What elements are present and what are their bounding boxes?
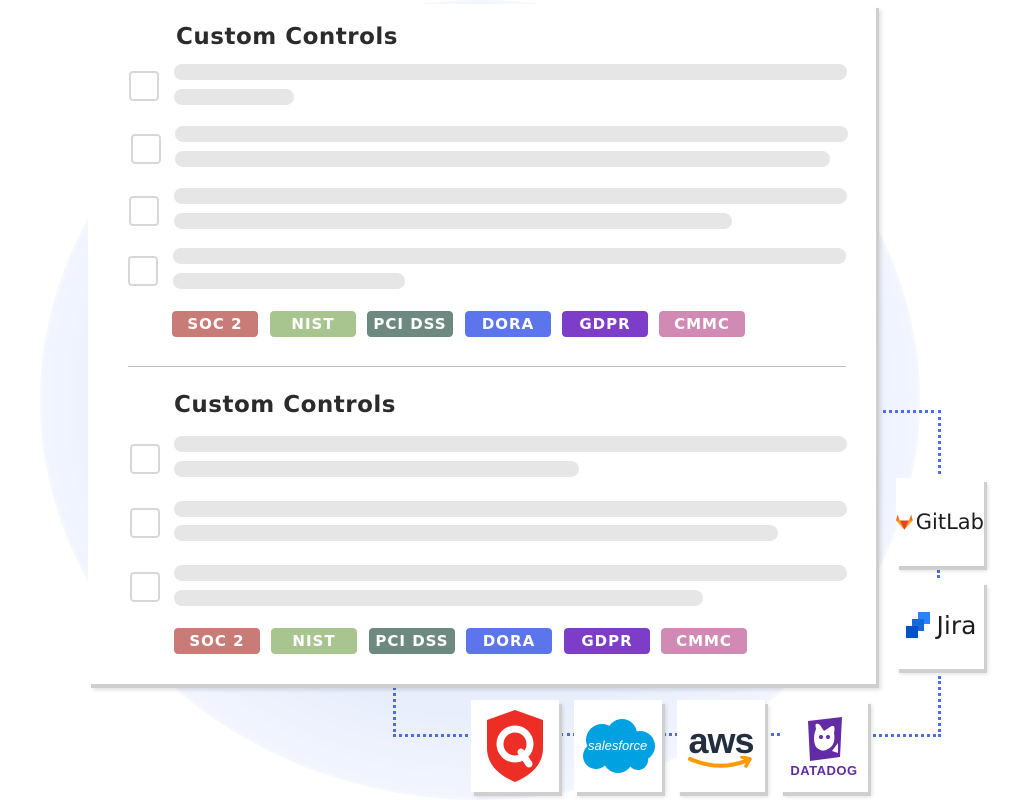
tag-nist[interactable]: NIST	[270, 311, 356, 337]
control-checkbox[interactable]	[130, 444, 160, 474]
aws-tile[interactable]: aws	[677, 700, 765, 792]
salesforce-cloud-icon	[583, 719, 655, 773]
placeholder-line	[174, 213, 732, 229]
connector-gitlab-top	[876, 410, 941, 481]
placeholder-line	[173, 273, 405, 289]
placeholder-line	[174, 590, 703, 606]
placeholder-line	[174, 64, 847, 80]
jira-tile[interactable]: Jira	[896, 581, 984, 669]
gitlab-fox-icon	[896, 514, 913, 530]
tag-dora[interactable]: DORA	[466, 628, 552, 654]
amazon-smile-icon	[688, 756, 752, 768]
placeholder-line	[174, 188, 847, 204]
connector-tile-row	[560, 733, 786, 736]
tag-gdpr[interactable]: GDPR	[564, 628, 650, 654]
placeholder-line	[175, 126, 848, 142]
tag-pci-dss[interactable]: PCI DSS	[369, 628, 455, 654]
placeholder-line	[174, 525, 778, 541]
placeholder-line	[174, 565, 847, 581]
connector-gitlab-jira	[937, 570, 940, 584]
placeholder-line	[174, 461, 579, 477]
datadog-label: DATADOG	[790, 762, 858, 778]
placeholder-line	[175, 151, 830, 167]
datadog-tile[interactable]: DATADOG	[780, 700, 868, 792]
tag-gdpr[interactable]: GDPR	[562, 311, 648, 337]
placeholder-line	[173, 248, 846, 264]
section-divider	[128, 366, 846, 367]
tag-soc2[interactable]: SOC 2	[174, 628, 260, 654]
aws-label: aws	[688, 720, 754, 761]
salesforce-label: salesforce	[588, 738, 648, 753]
qualys-shield-icon	[487, 710, 543, 782]
control-checkbox[interactable]	[128, 256, 158, 286]
tag-cmmc[interactable]: CMMC	[661, 628, 747, 654]
tag-nist[interactable]: NIST	[271, 628, 357, 654]
tag-dora[interactable]: DORA	[465, 311, 551, 337]
salesforce-tile[interactable]: salesforce	[574, 700, 662, 792]
section-title: Custom Controls	[176, 24, 398, 50]
controls-card	[88, 4, 876, 684]
jira-label: Jira	[936, 610, 977, 640]
tag-cmmc[interactable]: CMMC	[659, 311, 745, 337]
gitlab-tile[interactable]: GitLab	[896, 478, 984, 566]
jira-icon	[905, 612, 930, 638]
placeholder-line	[174, 501, 847, 517]
control-checkbox[interactable]	[130, 572, 160, 602]
datadog-dog-icon	[808, 716, 842, 761]
connector-card-tiles	[393, 682, 474, 737]
placeholder-line	[174, 436, 847, 452]
qualys-tile[interactable]	[471, 700, 559, 792]
control-checkbox[interactable]	[130, 508, 160, 538]
placeholder-line	[174, 89, 294, 105]
connector-jira-datadog	[868, 676, 941, 737]
section-title: Custom Controls	[174, 392, 396, 418]
tag-pci-dss[interactable]: PCI DSS	[367, 311, 453, 337]
control-checkbox[interactable]	[129, 196, 159, 226]
gitlab-label: GitLab	[915, 510, 984, 534]
tag-soc2[interactable]: SOC 2	[172, 311, 258, 337]
control-checkbox[interactable]	[129, 71, 159, 101]
control-checkbox[interactable]	[131, 134, 161, 164]
